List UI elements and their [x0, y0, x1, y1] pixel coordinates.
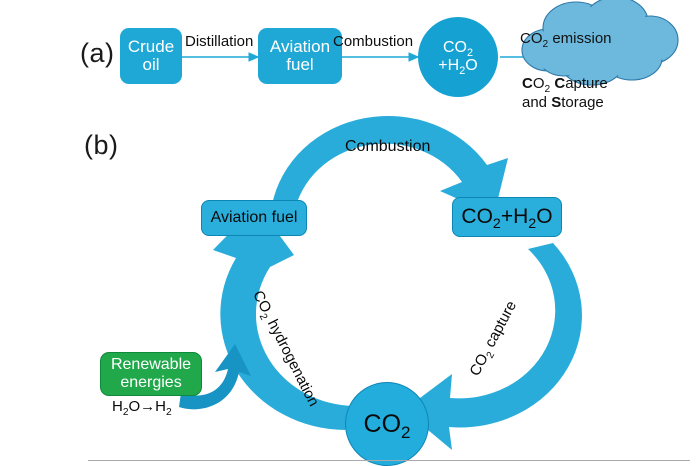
arrow-co2-hydrogenation: [213, 205, 355, 430]
cloud-shape: [521, 0, 679, 86]
node-co2-h2o-b[interactable]: CO2+H2O: [452, 197, 562, 237]
cloud-label-co2-emission: CO2 emission: [520, 30, 612, 50]
node-crude-oil-label: Crude oil: [127, 36, 175, 74]
node-co2-h2o-a[interactable]: CO2+H2O: [418, 17, 498, 97]
arrow-renewable-to-cycle: [179, 344, 251, 410]
arrow-co2-capture: [404, 243, 582, 450]
node-aviation-fuel-a-label: Aviation fuel: [269, 36, 331, 74]
bottom-divider: [88, 460, 690, 461]
node-co2-b[interactable]: CO2: [345, 382, 429, 466]
node-crude-oil[interactable]: Crude oil: [120, 28, 182, 84]
node-aviation-fuel-b[interactable]: Aviation fuel: [201, 200, 307, 236]
label-water-to-hydrogen: H2O→H2: [112, 398, 172, 418]
panel-b-label: (b): [84, 130, 119, 160]
node-aviation-fuel-b-label: Aviation fuel: [210, 209, 298, 226]
arrow-label-combustion-a: Combustion: [333, 33, 414, 50]
node-co2-b-label: CO2: [363, 409, 411, 442]
node-co2-h2o-b-label: CO2+H2O: [461, 205, 553, 233]
cycle-label-combustion: Combustion: [345, 138, 431, 155]
node-renewable-energies-label: Renewable energies: [110, 356, 192, 391]
node-aviation-fuel-a[interactable]: Aviation fuel: [258, 28, 342, 84]
arrow-label-distillation: Distillation: [185, 33, 254, 50]
node-co2-h2o-a-label: CO2+H2O: [438, 39, 478, 78]
arrow-combustion: [272, 115, 508, 215]
panel-a-label: (a): [80, 38, 115, 68]
node-renewable-energies[interactable]: Renewable energies: [100, 352, 202, 396]
